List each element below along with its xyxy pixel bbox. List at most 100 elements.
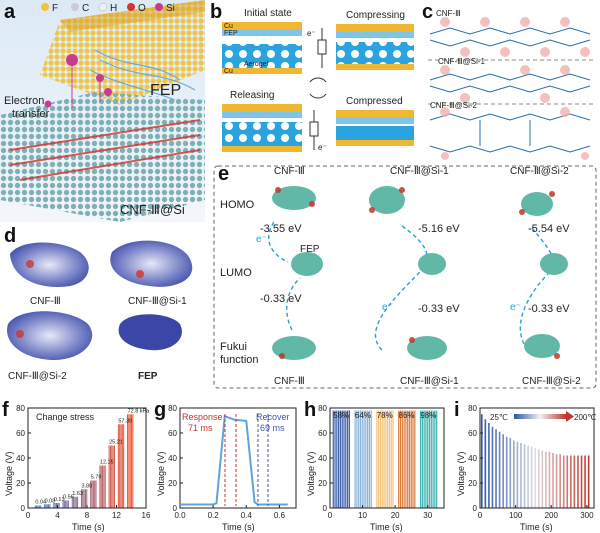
- chart-g-ytick-label: 0: [173, 504, 178, 513]
- svg-text:Cu: Cu: [224, 23, 233, 30]
- chart-f-xtick-label: 8: [85, 511, 90, 520]
- bottom-label-cnf-si-2: CNF-Ⅲ@Si-2: [522, 376, 581, 387]
- label-material: CNF-Ⅲ@Si: [120, 202, 185, 217]
- panel-letter-f: f: [2, 399, 9, 421]
- svg-text:Aerogel: Aerogel: [244, 61, 269, 68]
- label-c-cnf: CNF-Ⅲ: [436, 9, 461, 18]
- chart-h-xtick-label: 20: [391, 511, 400, 520]
- chart-g-xtick-label: 0.2: [208, 511, 220, 520]
- esp-cnf: [10, 242, 89, 287]
- chart-i-xtick-label: 200: [545, 511, 559, 520]
- chart-f-xlabel: Time (s): [72, 522, 105, 532]
- panel-a: F C H O Si FEP Electron transfer CNF-Ⅲ@S…: [0, 0, 205, 222]
- chart-f-pressure-label: 72.8 kPa: [128, 408, 151, 414]
- chart-g-ytick-label: 80: [168, 404, 177, 413]
- legend-c: C: [82, 3, 89, 14]
- chart-f-ytick-label: 80: [16, 404, 25, 413]
- panel-letter-g: g: [154, 399, 167, 421]
- legend-si: Si: [166, 3, 175, 14]
- chart-g-ytick-label: 20: [168, 479, 177, 488]
- row-label-lumo: LUMO: [220, 267, 252, 279]
- chart-i-ytick-label: 60: [468, 429, 477, 438]
- chart-h-xtick-label: 0: [328, 511, 333, 520]
- response-label: Response: [182, 412, 223, 422]
- label-compressed: Compressed: [346, 96, 403, 107]
- chart-g-xlabel: Time (s): [222, 522, 255, 532]
- chart-f-pressure-label: 25.21: [109, 440, 123, 446]
- electron-e-2: e⁻: [382, 302, 393, 313]
- chart-h-ytick-label: 0: [323, 504, 328, 513]
- temp-low-label: 25℃: [490, 413, 508, 422]
- bottom-label-cnf: CNF-Ⅲ: [274, 376, 305, 387]
- panel-e: CNF-Ⅲ CNF-Ⅲ@Si-1 CNF-Ⅲ@Si-2 HOMO LUMO Fu…: [212, 160, 600, 392]
- chart-g-ytick-label: 40: [168, 454, 177, 463]
- esp-cnf-si-1: [110, 240, 193, 287]
- bottom-label-cnf-si-1: CNF-Ⅲ@Si-1: [400, 376, 459, 387]
- chart-f-pressure-label: 12.15: [100, 460, 114, 466]
- chart-i-xtick-label: 0: [478, 511, 483, 520]
- chart-i-ytick-label: 80: [468, 404, 477, 413]
- panel-e-orbitals: CNF-Ⅲ CNF-Ⅲ@Si-1 CNF-Ⅲ@Si-2 HOMO LUMO Fu…: [213, 165, 597, 389]
- label-fep: FEP: [150, 82, 181, 99]
- legend-f: F: [52, 3, 58, 14]
- legend-h: H: [110, 3, 117, 14]
- chart-i-xtick-label: 100: [509, 511, 523, 520]
- chart-g-xtick-label: 0.0: [174, 511, 186, 520]
- chart-h-humidity-label: 78%: [377, 411, 393, 420]
- chart-h-ytick-label: 80: [318, 404, 327, 413]
- temp-high-label: 200℃: [574, 413, 596, 422]
- chart-g: Response 71 ms Recover 69 ms Voltage (V)…: [156, 404, 297, 532]
- chart-h-humidity-label: 58%: [333, 411, 349, 420]
- label-c-cnf-si-2: CNF-Ⅲ@Si-2: [430, 101, 478, 110]
- chart-f-ylabel: Voltage (V): [4, 451, 14, 496]
- chart-h-xtick-label: 10: [358, 511, 367, 520]
- panel-letter-b: b: [210, 1, 223, 23]
- label-c-cnf-si-1: CNF-Ⅲ@Si-1: [438, 57, 486, 66]
- chart-f-xtick-label: 12: [112, 511, 121, 520]
- compressing-device: [317, 24, 414, 70]
- esp-fep: [118, 314, 182, 351]
- chart-i-ytick-label: 40: [468, 454, 477, 463]
- chart-i-ytick-label: 0: [473, 504, 478, 513]
- panel-e-frame: [213, 165, 597, 389]
- chart-h-humidity-label: 64%: [355, 411, 371, 420]
- lumo-fep-label: FEP: [300, 244, 320, 255]
- compressed-device: [336, 110, 414, 146]
- chart-f-title: Change stress: [36, 412, 95, 422]
- chart-f-pressure-label: 5.79: [91, 475, 102, 481]
- structure-cnf: [429, 27, 591, 47]
- label-compressing: Compressing: [346, 10, 405, 21]
- chart-f-ytick-label: 20: [16, 479, 25, 488]
- esp-cnf-si-2: [7, 311, 93, 360]
- cnf-si-layer: [0, 92, 205, 222]
- row-label-fukui-2: function: [220, 354, 259, 366]
- orbital-blobs: [272, 186, 568, 360]
- chart-f-pressure-label: 0.13: [54, 497, 65, 503]
- panel-c: CNF-Ⅲ CNF-Ⅲ@Si-1 CNF-Ⅲ@Si-2 c: [420, 0, 600, 160]
- label-electron-1: Electron: [4, 95, 44, 107]
- panel-letter-i: i: [454, 399, 460, 421]
- panel-b-diagram: Cu FEP Aerogel Cu Initial state Compress…: [222, 8, 414, 152]
- electron-symbol-1: e⁻: [307, 29, 316, 38]
- chart-i-xtick-label: 300: [580, 511, 594, 520]
- chart-f-ytick-label: 60: [16, 429, 25, 438]
- electron-arrows: [268, 221, 553, 351]
- releasing-device: [222, 104, 319, 152]
- temperature-colorbar: [514, 414, 566, 419]
- chart-h-xtick-label: 30: [423, 511, 432, 520]
- svg-text:FEP: FEP: [224, 30, 238, 37]
- legend-o: O: [138, 3, 146, 14]
- col-label-cnf: CNF-Ⅲ: [274, 166, 305, 177]
- chart-f-pressure-label: 0.04: [35, 500, 46, 506]
- label-d-cnf-si-2: CNF-Ⅲ@Si-2: [8, 371, 67, 382]
- chart-h-ytick-label: 20: [318, 479, 327, 488]
- chart-f-bars: [34, 414, 134, 508]
- structure-cnf-si-1: [429, 73, 591, 93]
- label-d-fep: FEP: [138, 371, 158, 382]
- chart-f-xtick-label: 0: [26, 511, 31, 520]
- panel-a-illustration: F C H O Si FEP Electron transfer CNF-Ⅲ@S…: [0, 0, 205, 222]
